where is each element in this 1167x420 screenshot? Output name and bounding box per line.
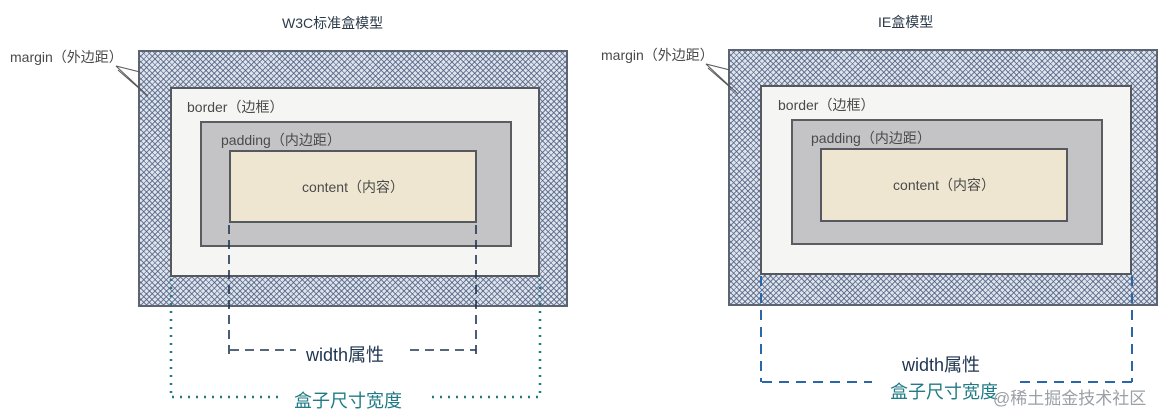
w3c-content-label: content（内容） bbox=[302, 178, 404, 195]
w3c-border-label: border（边框） bbox=[187, 99, 284, 115]
w3c-margin-label: margin（外边距） bbox=[10, 49, 123, 65]
ie-margin-label: margin（外边距） bbox=[601, 47, 714, 63]
ie-padding-label: padding（内边距） bbox=[811, 130, 931, 146]
w3c-width-label: width属性 bbox=[300, 341, 391, 367]
ie-width-label: width属性 bbox=[902, 355, 981, 375]
ie-content-label: content（内容） bbox=[893, 177, 995, 193]
ie-title: IE盒模型 bbox=[878, 14, 934, 30]
w3c-padding-label: padding（内边距） bbox=[221, 132, 341, 148]
watermark: @稀土掘金技术社区 bbox=[993, 389, 1147, 408]
ie-border-label: border（边框） bbox=[778, 97, 875, 113]
ie-content-area: content（内容） bbox=[820, 148, 1068, 222]
ie-box-size-label: 盒子尺寸宽度 bbox=[890, 382, 998, 402]
w3c-content-area: content（内容） bbox=[229, 150, 477, 223]
w3c-title: W3C标准盒模型 bbox=[282, 15, 384, 31]
w3c-box-size-label: 盒子尺寸宽度 bbox=[288, 387, 408, 413]
